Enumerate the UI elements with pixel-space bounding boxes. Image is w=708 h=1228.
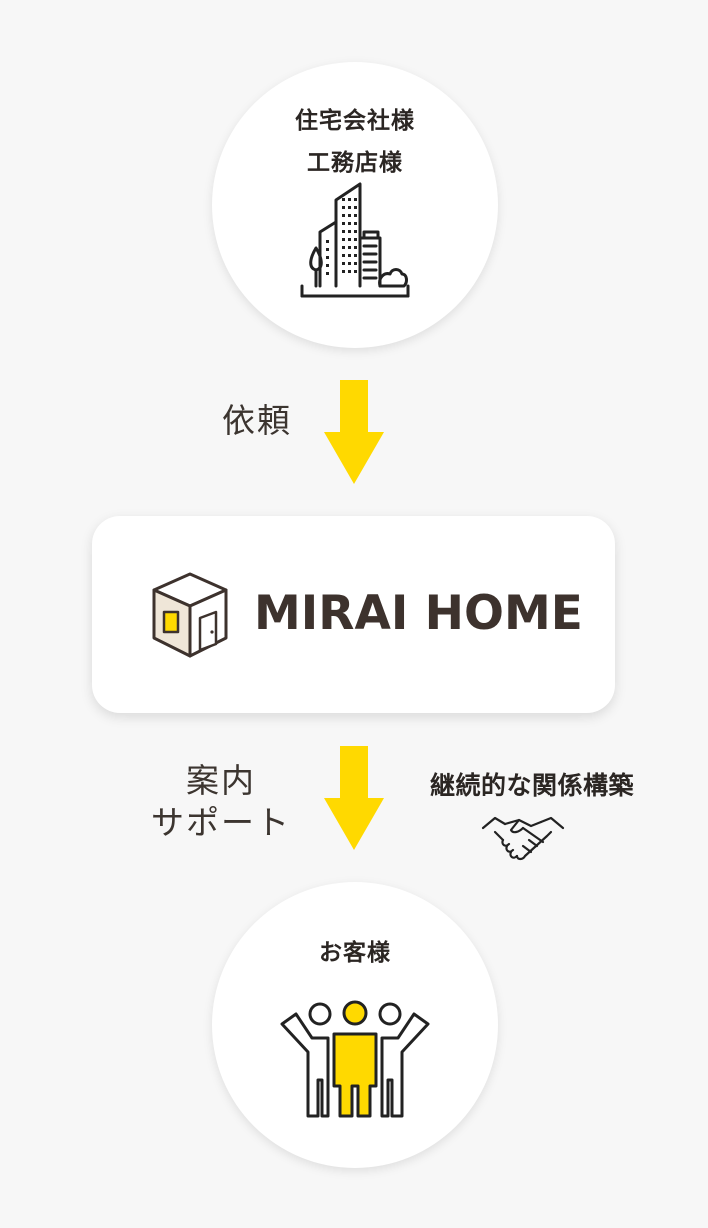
relationship-label: 継続的な関係構築 — [429, 771, 634, 800]
arrow-down-icon — [324, 746, 384, 850]
company-card: MIRAI HOME — [92, 516, 615, 713]
customer-node: お客様 — [212, 882, 498, 1168]
customer-label: お客様 — [319, 940, 391, 966]
client-company-title: 住宅会社様 工務店様 — [212, 100, 498, 184]
buildings-icon — [300, 182, 410, 298]
client-company-line2: 工務店様 — [307, 150, 403, 176]
request-label: 依頼 — [222, 401, 292, 440]
client-company-node: 住宅会社様 工務店様 — [212, 62, 498, 348]
client-company-line1: 住宅会社様 — [295, 108, 415, 134]
house-box-icon — [152, 572, 228, 658]
handshake-icon — [481, 816, 565, 861]
support-label-line1: 案内 — [186, 761, 256, 800]
company-name: MIRAI HOME — [254, 586, 583, 641]
people-icon — [280, 1000, 430, 1118]
arrow-down-icon — [324, 380, 384, 484]
support-label: 案内 サポート — [146, 760, 296, 844]
support-label-line2: サポート — [151, 803, 291, 842]
